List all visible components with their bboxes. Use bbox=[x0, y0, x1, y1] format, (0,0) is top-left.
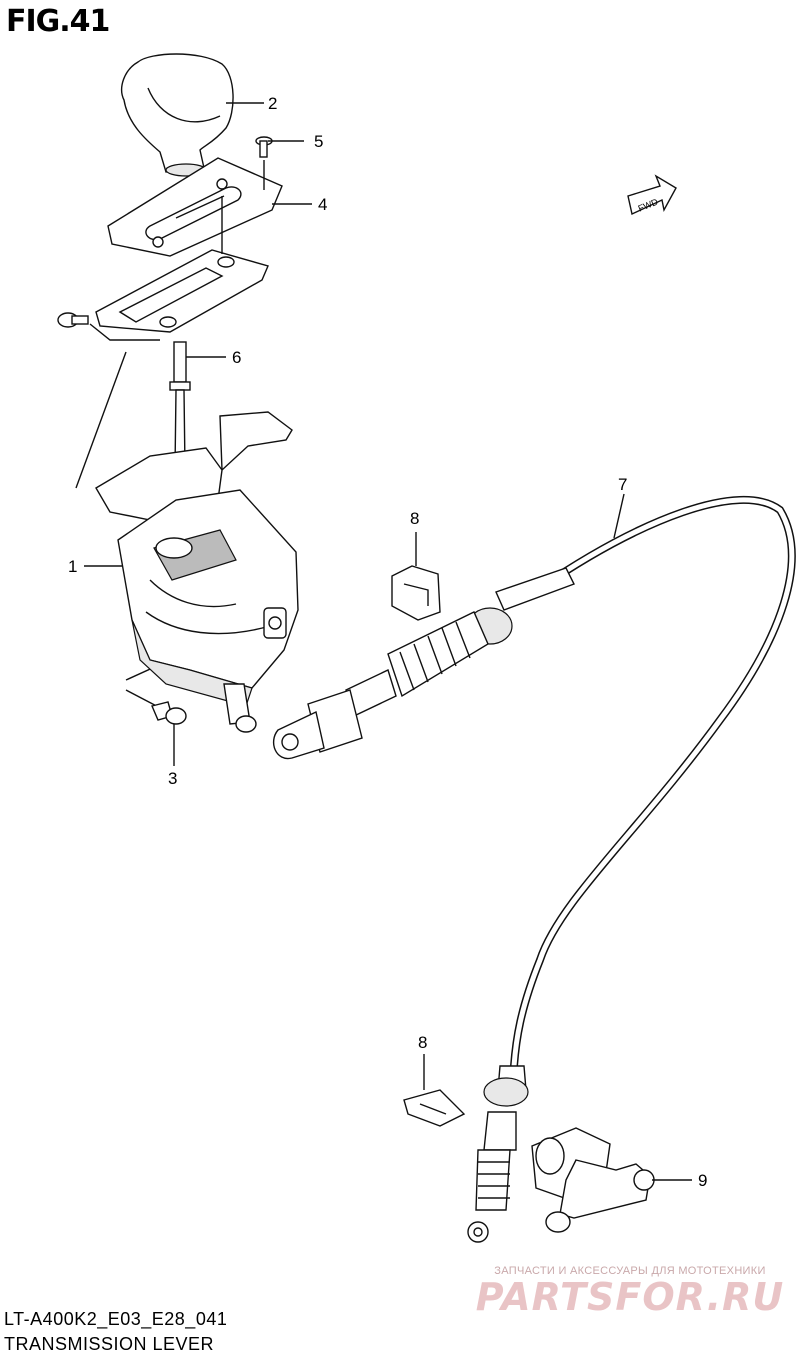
leader-lines bbox=[84, 102, 692, 1181]
watermark-tagline: ЗАПЧАСТИ И АКСЕССУАРЫ ДЛЯ МОТОТЕХНИКИ bbox=[494, 1265, 766, 1277]
diagram-title: TRANSMISSION LEVER bbox=[4, 1334, 215, 1354]
callout-5: 5 bbox=[314, 132, 323, 151]
cable-clip-upper bbox=[391, 565, 441, 621]
cable-clip-lower bbox=[403, 1089, 466, 1127]
bolt-left bbox=[57, 312, 89, 328]
shift-guide-plate-top bbox=[107, 157, 283, 257]
cable-bracket bbox=[531, 1127, 655, 1233]
callout-7: 7 bbox=[618, 475, 627, 494]
shift-knob bbox=[120, 53, 234, 177]
shift-guide-plate-bottom bbox=[95, 249, 269, 333]
callout-8-lower: 8 bbox=[418, 1033, 427, 1052]
callout-2: 2 bbox=[268, 94, 277, 113]
watermark-brand: PARTSFOR.RU bbox=[475, 1275, 785, 1319]
callout-3: 3 bbox=[168, 769, 177, 788]
bolt-part-3 bbox=[151, 701, 187, 725]
figure-label: FIG.41 bbox=[6, 4, 110, 39]
callout-9: 9 bbox=[698, 1171, 707, 1190]
shift-cable bbox=[273, 495, 796, 1243]
shift-lever-housing bbox=[95, 411, 299, 733]
callout-4: 4 bbox=[318, 195, 327, 214]
screw-part-5 bbox=[255, 136, 273, 158]
model-code: LT-A400K2_E03_E28_041 bbox=[4, 1309, 228, 1329]
callout-8-upper: 8 bbox=[410, 509, 419, 528]
callout-1: 1 bbox=[68, 557, 77, 576]
fwd-arrow: FWD bbox=[627, 174, 677, 216]
callout-6: 6 bbox=[232, 348, 241, 367]
watermark: ЗАПЧАСТИ И АКСЕССУАРЫ ДЛЯ МОТОТЕХНИКИ PA… bbox=[470, 1265, 790, 1319]
